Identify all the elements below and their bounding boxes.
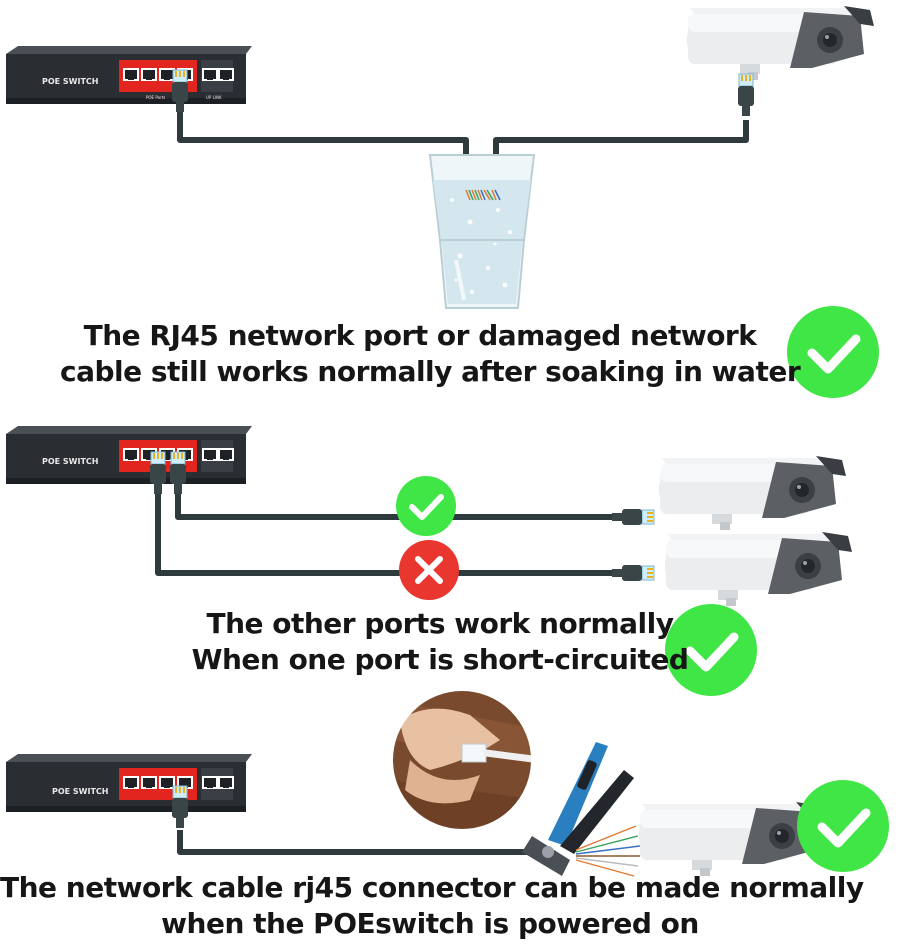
- ip-camera: [659, 456, 846, 530]
- caption-line: when the POEswitch is powered on: [161, 907, 699, 940]
- uplink-text: UP LINK: [206, 95, 222, 100]
- cable-wires: [575, 825, 641, 877]
- caption-line: The network cable rj45 connector can be …: [0, 871, 864, 904]
- connector-photo: [391, 689, 533, 831]
- ip-camera: [665, 532, 852, 606]
- rj45-plug: [611, 564, 655, 582]
- section-water-test: POE SWITCH POE Ports UP LINK: [6, 6, 879, 398]
- poe-switch: POE SWITCH: [6, 754, 252, 812]
- rj45-plug: [149, 451, 167, 495]
- cross-circle-icon: [399, 540, 459, 600]
- rj45-plug: [171, 785, 189, 829]
- ip-camera: [639, 802, 826, 876]
- poe-ports-text: POE Ports: [146, 95, 165, 100]
- check-circle-icon: [665, 604, 757, 696]
- caption-line: When one port is short-circuited: [191, 643, 689, 676]
- switch-label: POE SWITCH: [42, 77, 99, 86]
- caption-short-circuit-test: The other ports work normally When one p…: [150, 606, 730, 678]
- caption-line: The RJ45 network port or damaged network: [83, 319, 757, 352]
- crimp-tool-icon: [522, 742, 634, 876]
- caption-line: The other ports work normally: [206, 607, 674, 640]
- poe-switch: POE SWITCH: [6, 426, 252, 484]
- check-circle-icon: [787, 306, 879, 398]
- caption-line: cable still works normally after soaking…: [60, 355, 801, 388]
- rj45-plug: [171, 69, 189, 113]
- check-circle-icon: [396, 476, 456, 536]
- rj45-plug: [169, 451, 187, 495]
- ip-camera: [687, 6, 874, 80]
- section-crimp-test: POE SWITCH: [6, 689, 889, 877]
- rj45-plug: [611, 508, 655, 526]
- check-circle-icon: [797, 780, 889, 872]
- switch-label: POE SWITCH: [42, 457, 99, 466]
- water-glass: [428, 154, 536, 309]
- section-short-circuit-test: POE SWITCH: [6, 426, 852, 696]
- poe-switch: POE SWITCH POE Ports UP LINK: [6, 46, 252, 104]
- caption-crimp-test: The network cable rj45 connector can be …: [0, 870, 864, 942]
- caption-water-test: The RJ45 network port or damaged network…: [60, 318, 801, 390]
- switch-label: POE SWITCH: [52, 787, 109, 796]
- rj45-plug: [737, 73, 755, 117]
